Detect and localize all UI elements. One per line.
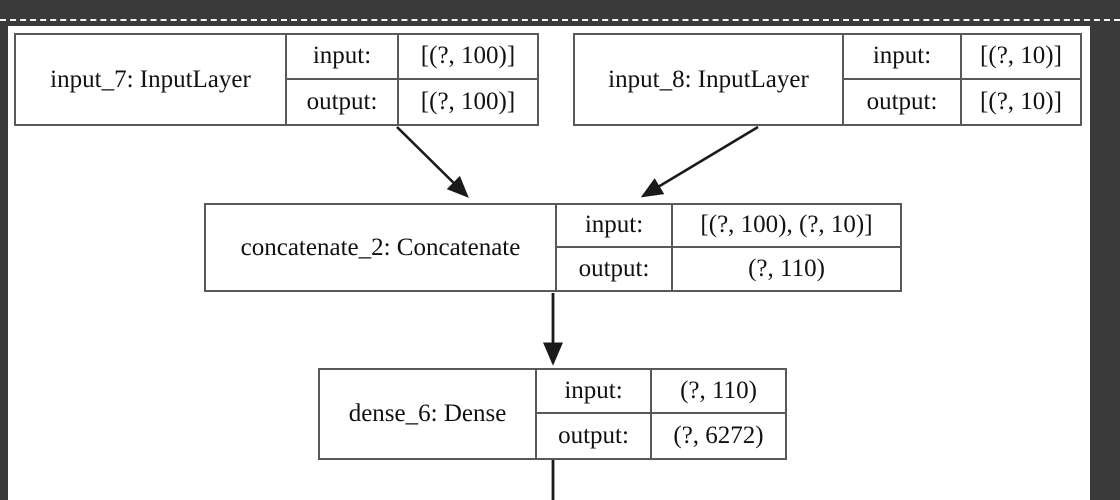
node-io-table: input: (?, 110) output: (?, 6272) [535,370,785,458]
edge-input8-to-concatenate [640,125,759,198]
node-title: dense_6: Dense [348,400,507,427]
model-graph-canvas[interactable]: input_7: InputLayer input: [(?, 100)] ou… [8,26,1090,500]
node-title: input_7: InputLayer [50,65,251,93]
graph-node-dense-6[interactable]: dense_6: Dense input: (?, 110) output: (… [318,368,787,460]
node-input-shape: [(?, 10)] [980,42,1062,70]
edge-input7-to-concatenate [396,126,469,198]
node-input-label: input: [287,35,399,78]
node-output-label: output: [287,79,399,124]
node-output-label: output: [844,79,962,124]
node-output-shape: [(?, 100)] [420,87,516,115]
node-output-shape: [(?, 10)] [980,87,1062,115]
node-output-row: output: [(?, 100)] [287,79,537,124]
node-input-label: input: [537,370,652,412]
node-input-shape: [(?, 100), (?, 10)] [700,211,873,239]
dashed-separator-line [0,19,1120,21]
node-output-label: output: [557,247,673,290]
node-output-row: output: [(?, 10)] [844,79,1080,124]
node-input-row: input: [(?, 100)] [287,35,537,80]
graph-node-concatenate-2[interactable]: concatenate_2: Concatenate input: [(?, 1… [204,203,902,292]
node-input-row: input: [(?, 10)] [844,35,1080,80]
node-output-shape: (?, 110) [748,254,825,282]
node-io-table: input: [(?, 100)] output: [(?, 100)] [285,35,537,124]
node-output-label: output: [537,414,652,458]
node-title: concatenate_2: Concatenate [240,233,521,261]
node-io-table: input: [(?, 100), (?, 10)] output: (?, 1… [555,205,900,290]
graph-node-input-8[interactable]: input_8: InputLayer input: [(?, 10)] out… [573,33,1082,126]
node-output-shape: (?, 6272) [673,422,764,449]
node-title: input_8: InputLayer [608,65,809,93]
node-input-row: input: (?, 110) [537,370,785,414]
node-input-shape: (?, 110) [680,377,757,404]
node-input-shape: [(?, 100)] [420,42,516,70]
graph-node-input-7[interactable]: input_7: InputLayer input: [(?, 100)] ou… [14,33,539,126]
node-output-row: output: (?, 6272) [537,414,785,458]
node-input-label: input: [557,205,673,246]
node-io-table: input: [(?, 10)] output: [(?, 10)] [842,35,1080,124]
node-input-row: input: [(?, 100), (?, 10)] [557,205,900,248]
node-output-row: output: (?, 110) [557,247,900,290]
node-input-label: input: [844,35,962,78]
